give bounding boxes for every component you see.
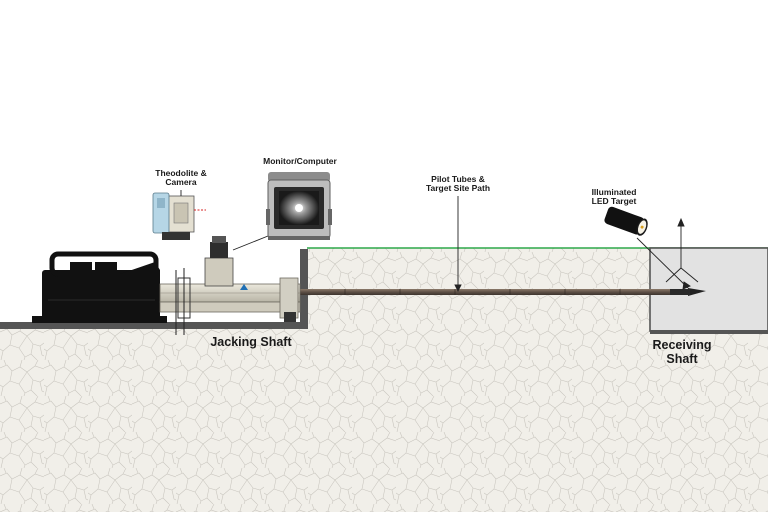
label-theodolite: Theodolite & Camera bbox=[155, 168, 207, 188]
label-receiving-shaft: Receiving Shaft bbox=[652, 338, 712, 366]
label-pilot-tubes: Pilot Tubes & Target Site Path bbox=[425, 174, 491, 194]
leader-lines bbox=[180, 190, 699, 293]
label-jacking-shaft: Jacking Shaft bbox=[210, 335, 292, 349]
label-led-target: Illuminated LED Target bbox=[591, 187, 637, 207]
jacking-frame bbox=[159, 236, 301, 335]
monitor-computer bbox=[266, 172, 332, 240]
power-unit bbox=[32, 251, 167, 323]
led-target bbox=[604, 206, 648, 236]
theodolite-camera bbox=[152, 192, 206, 240]
label-monitor-computer: Monitor/Computer bbox=[263, 156, 337, 166]
pilot-tube-string bbox=[298, 288, 706, 296]
